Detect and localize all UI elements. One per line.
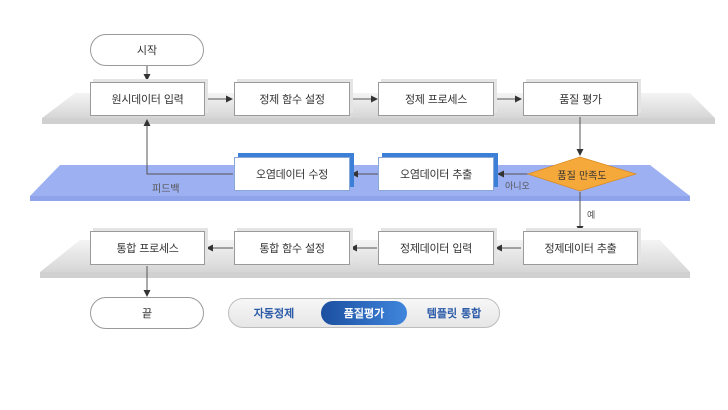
step-clean-data-extract: 정제데이터 추출 xyxy=(523,231,638,265)
step-raw-data-input: 원시데이터 입력 xyxy=(90,82,205,116)
step-integration-function-setup: 통합 함수 설정 xyxy=(234,231,350,265)
decision-diamond xyxy=(526,156,638,192)
mode-toggle: 자동정제 품질평가 템플릿 통합 xyxy=(228,298,500,328)
band-row1-edge xyxy=(42,118,715,124)
step-label: 오염데이터 추출 xyxy=(400,168,472,181)
step-fix-dirty-data: 오염데이터 수정 xyxy=(234,157,350,191)
toggle-auto-cleansing[interactable]: 자동정제 xyxy=(253,307,295,320)
step-label: 품질 평가 xyxy=(559,93,602,106)
end-label: 끝 xyxy=(141,307,153,320)
start-label: 시작 xyxy=(136,44,158,57)
band-row3-edge xyxy=(40,272,690,278)
feedback-label: 피드백 xyxy=(152,184,180,195)
step-label: 정제 함수 설정 xyxy=(259,93,325,106)
step-label: 정제 프로세스 xyxy=(404,93,468,106)
step-cleansing-function-setup: 정제 함수 설정 xyxy=(234,82,350,116)
band-row2-edge xyxy=(30,196,690,201)
decision-label: 품질 만족도 xyxy=(557,170,607,182)
yes-label: 예 xyxy=(587,211,596,221)
step-label: 원시데이터 입력 xyxy=(111,93,184,106)
no-label: 아니오 xyxy=(505,182,530,192)
step-label: 정제데이터 추출 xyxy=(544,242,617,255)
step-quality-evaluation: 품질 평가 xyxy=(523,82,638,116)
step-integration-process: 통합 프로세스 xyxy=(90,231,205,265)
step-label: 오염데이터 수정 xyxy=(256,168,328,181)
step-label: 통합 함수 설정 xyxy=(259,242,325,255)
step-label: 통합 프로세스 xyxy=(116,242,179,255)
toggle-quality-evaluation[interactable]: 품질평가 xyxy=(321,301,407,325)
end-terminal: 끝 xyxy=(90,297,204,329)
step-label: 정제데이터 입력 xyxy=(400,242,472,255)
arrow-feedback xyxy=(143,119,233,175)
step-extract-dirty-data: 오염데이터 추출 xyxy=(378,157,494,191)
toggle-template-integration[interactable]: 템플릿 통합 xyxy=(426,307,482,320)
step-clean-data-input: 정제데이터 입력 xyxy=(378,231,494,265)
band-row2 xyxy=(30,165,690,196)
start-terminal: 시작 xyxy=(90,34,204,66)
step-cleansing-process: 정제 프로세스 xyxy=(378,82,494,116)
